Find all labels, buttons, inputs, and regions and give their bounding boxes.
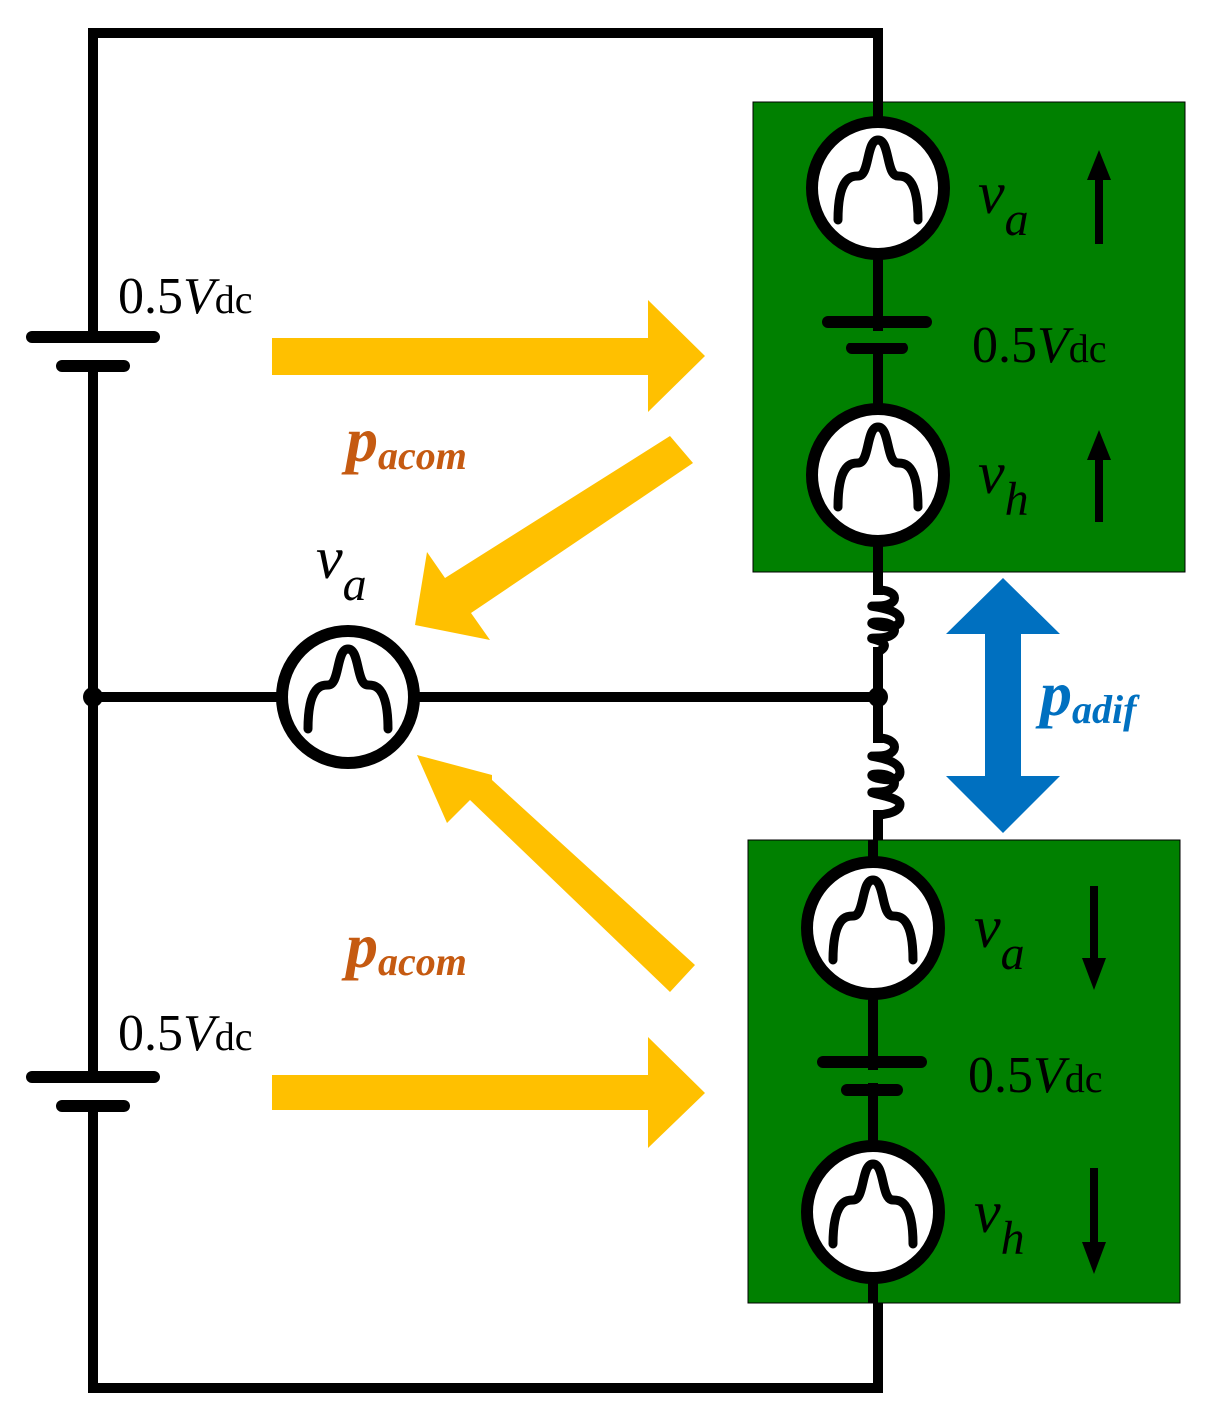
left-junction-dot — [83, 687, 103, 707]
upper-module — [752, 101, 1186, 573]
upper-vh-ac-source-icon — [812, 409, 944, 541]
lower-battery-icon — [26, 1071, 160, 1112]
upper-battery-label: 0.5Vdc — [118, 268, 253, 325]
lower-vh-arrow-down-icon — [1082, 1168, 1106, 1274]
p-common-upper-label: pacom — [341, 404, 467, 478]
lower-inductor-icon — [867, 733, 905, 820]
upper-va-label: va — [978, 160, 1029, 246]
lower-diagonal-arrow — [417, 755, 695, 992]
upper-battery-icon — [26, 331, 160, 372]
lower-va-label: va — [974, 894, 1025, 980]
lower-battery-label: 0.5Vdc — [118, 1005, 253, 1062]
lower-vh-ac-source-icon — [807, 1146, 939, 1278]
upper-vh-arrow-up-icon — [1087, 430, 1111, 522]
upper-module-dc-label: 0.5Vdc — [972, 317, 1107, 374]
upper-inductor-icon — [867, 585, 905, 657]
upper-right-arrow — [272, 300, 705, 412]
upper-va-arrow-up-icon — [1087, 150, 1111, 244]
lower-module-dc-label: 0.5Vdc — [968, 1047, 1103, 1104]
upper-vh-label: vh — [978, 440, 1029, 526]
right-junction-dot — [868, 687, 888, 707]
upper-diagonal-arrow — [415, 436, 693, 640]
lower-va-ac-source-icon — [807, 862, 939, 994]
lower-module — [747, 839, 1181, 1304]
ac-source-label: va — [316, 525, 367, 611]
ac-source-icon — [282, 631, 414, 763]
p-diff-label: padif — [1035, 658, 1140, 732]
p-common-lower-label: pacom — [341, 910, 467, 984]
lower-right-arrow — [272, 1037, 705, 1148]
lower-va-arrow-down-icon — [1082, 886, 1106, 990]
upper-va-ac-source-icon — [812, 122, 944, 254]
diff-power-arrow — [946, 578, 1060, 833]
lower-vh-label: vh — [974, 1179, 1025, 1265]
common-power-arrows — [272, 300, 705, 1148]
